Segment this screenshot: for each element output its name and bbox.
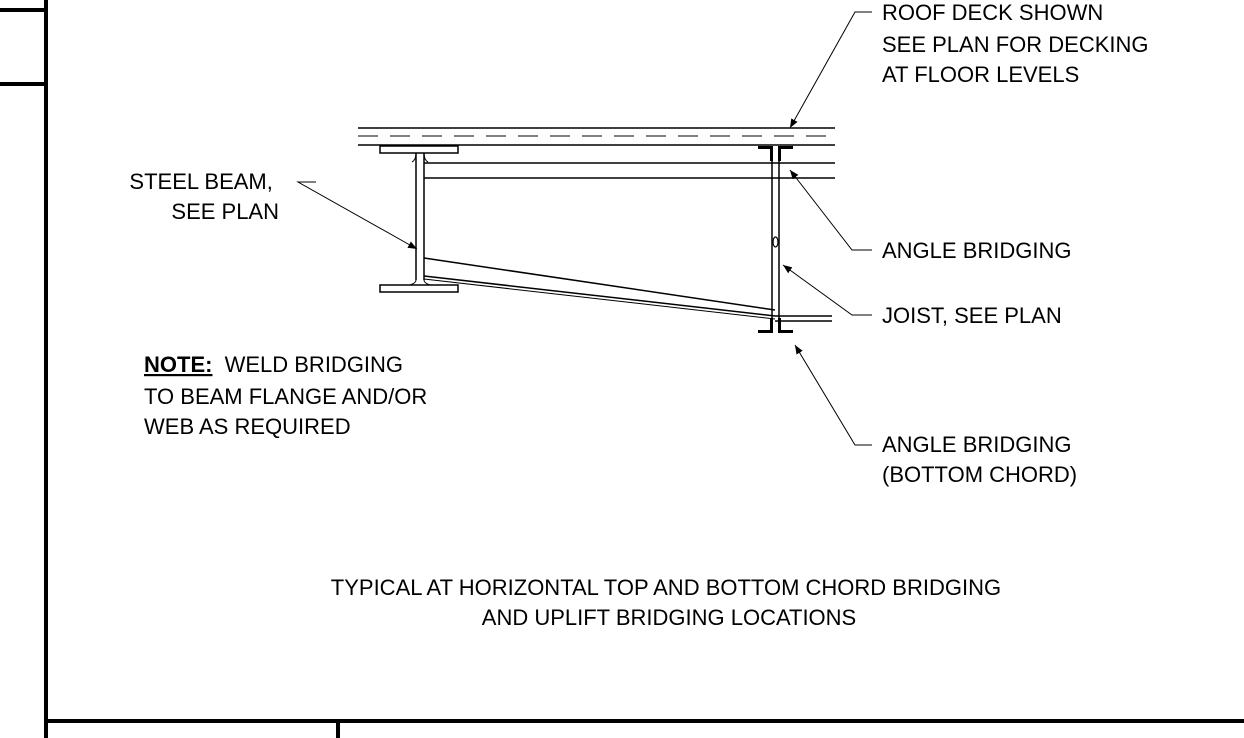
joist-top-chord — [424, 162, 835, 179]
steel-beam — [379, 145, 459, 293]
angle-bridging-bottom-label: ANGLE BRIDGING (BOTTOM CHORD) — [882, 432, 1078, 487]
roof-deck-label-line: AT FLOOR LEVELS — [882, 62, 1079, 87]
angle-bridging-bottom-label-line: (BOTTOM CHORD) — [882, 462, 1077, 487]
joist-label: JOIST, SEE PLAN — [882, 303, 1062, 328]
note-text: NOTE: WELD BRIDGING TO BEAM FLANGE AND/O… — [144, 352, 433, 439]
joist-web-vertical — [771, 150, 780, 325]
roof-deck-label: ROOF DECK SHOWN SEE PLAN FOR DECKING AT … — [882, 0, 1155, 87]
roof-deck-label-line: ROOF DECK SHOWN — [882, 0, 1103, 25]
note-prefix: NOTE: — [144, 352, 212, 377]
detail-caption: TYPICAL AT HORIZONTAL TOP AND BOTTOM CHO… — [331, 575, 1007, 630]
note-line: TO BEAM FLANGE AND/OR — [144, 384, 427, 409]
steel-beam-label-line: STEEL BEAM, — [129, 169, 272, 194]
angle-bridging-bottom-section — [758, 318, 793, 333]
detail-caption-line: TYPICAL AT HORIZONTAL TOP AND BOTTOM CHO… — [331, 575, 1001, 600]
steel-beam-label-line: SEE PLAN — [171, 199, 279, 224]
leaders — [296, 11, 872, 446]
roof-deck — [358, 127, 835, 146]
roof-deck-label-line: SEE PLAN FOR DECKING — [882, 32, 1149, 57]
steel-beam-label: STEEL BEAM, SEE PLAN — [129, 169, 279, 224]
joist-bottom-chord — [423, 257, 832, 322]
note-line: WELD BRIDGING — [225, 352, 403, 377]
angle-bridging-top-label: ANGLE BRIDGING — [882, 238, 1071, 263]
detail-caption-line: AND UPLIFT BRIDGING LOCATIONS — [482, 605, 856, 630]
angle-bridging-bottom-label-line: ANGLE BRIDGING — [882, 432, 1071, 457]
note-line: WEB AS REQUIRED — [144, 414, 351, 439]
angle-bridging-top-section — [758, 146, 793, 161]
